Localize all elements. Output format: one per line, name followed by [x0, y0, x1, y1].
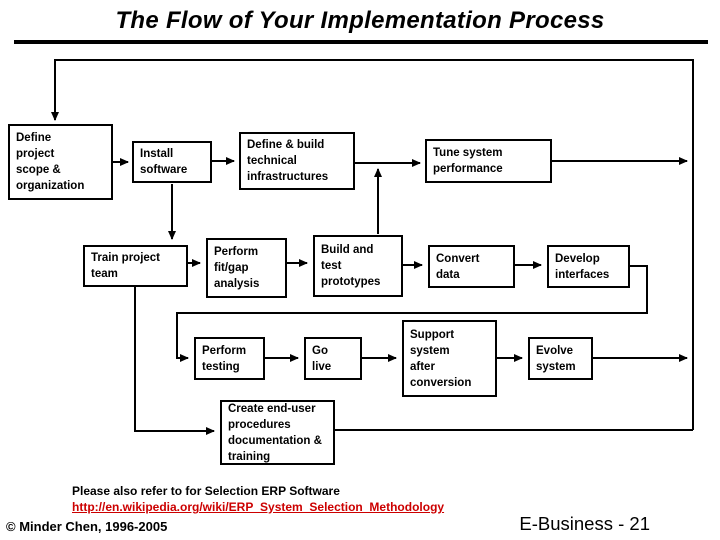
- copyright-text: © Minder Chen, 1996-2005: [6, 519, 168, 534]
- flow-box-support-system: Support system after conversion: [402, 320, 497, 397]
- flow-box-fit-gap: Perform fit/gap analysis: [206, 238, 287, 298]
- erp-methodology-link[interactable]: http://en.wikipedia.org/wiki/ERP_System_…: [72, 500, 445, 514]
- flow-box-define-scope: Define project scope & organization: [8, 124, 113, 200]
- slide-title: The Flow of Your Implementation Process: [115, 7, 605, 34]
- flow-box-create-docs: Create end-user procedures documentation…: [220, 400, 335, 465]
- flow-box-tune-system: Tune system performance: [425, 139, 552, 183]
- flow-box-evolve-system: Evolve system: [528, 337, 593, 380]
- title-underline: [14, 40, 708, 44]
- flow-box-perform-testing: Perform testing: [194, 337, 265, 380]
- flow-box-convert-data: Convert data: [428, 245, 515, 288]
- page-label: E-Business - 21: [519, 513, 650, 534]
- flow-box-install-software: Install software: [132, 141, 212, 183]
- flow-box-train-team: Train project team: [83, 245, 188, 287]
- footer-note: Please also refer to for Selection ERP S…: [72, 484, 340, 498]
- flow-box-build-test: Build and test prototypes: [313, 235, 403, 297]
- flow-box-go-live: Go live: [304, 337, 362, 380]
- flow-box-develop-interfaces: Develop interfaces: [547, 245, 630, 288]
- flow-box-define-build: Define & build technical infrastructures: [239, 132, 355, 190]
